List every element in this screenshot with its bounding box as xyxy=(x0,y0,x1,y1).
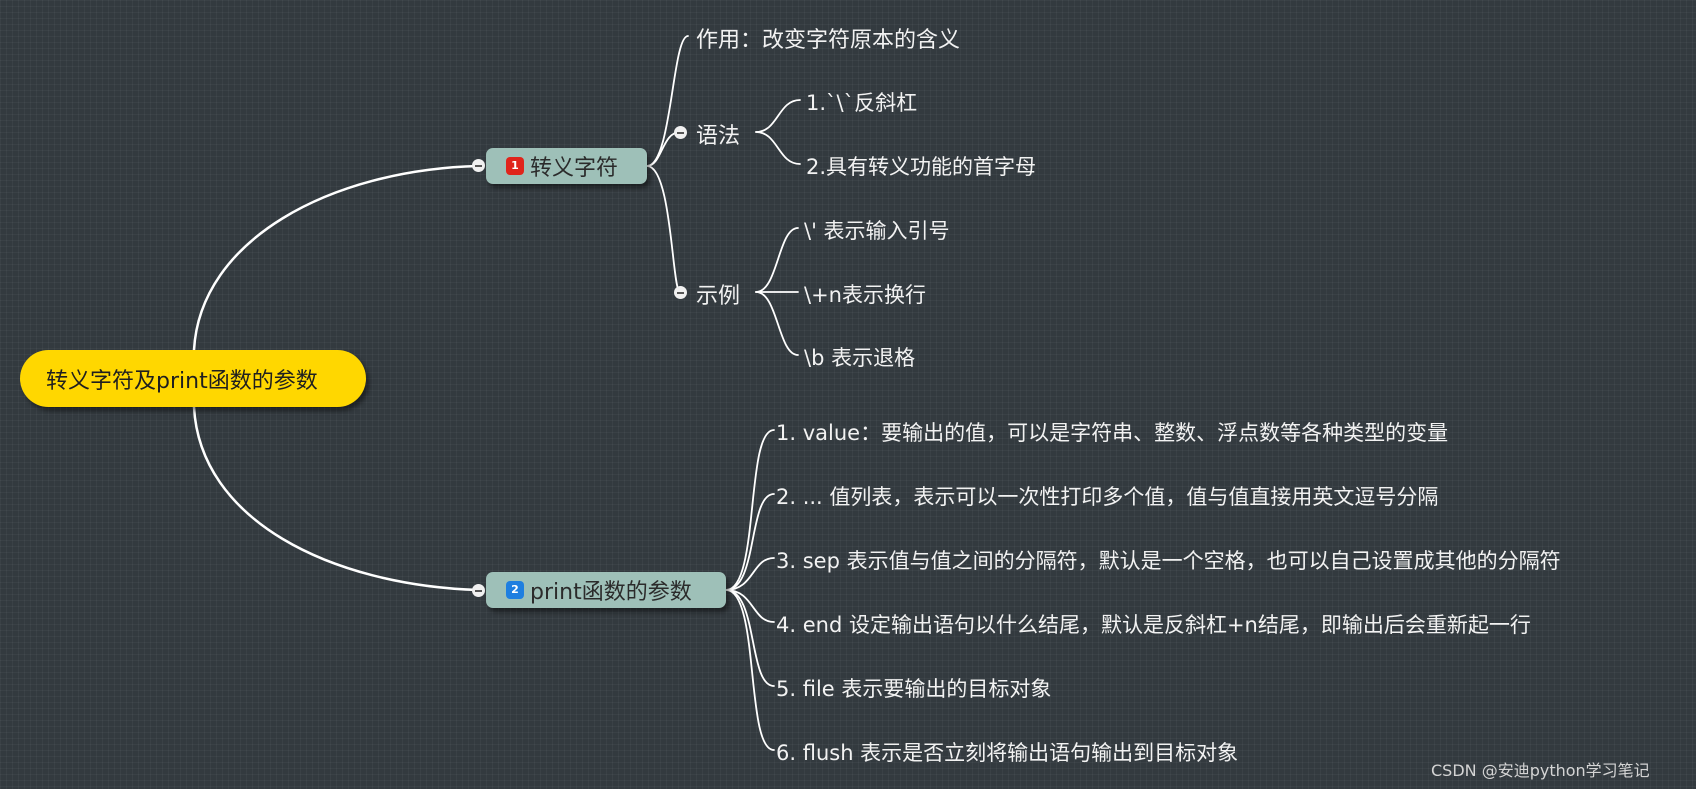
connector-t2-param4 xyxy=(725,589,775,623)
leaf-shili-2[interactable]: \+n表示换行 xyxy=(804,283,926,307)
connector-t1-zuoyong xyxy=(646,35,689,167)
collapse-shili-icon[interactable] xyxy=(674,286,687,299)
connector-yufa-leaf2 xyxy=(755,131,801,165)
leaf-shili-3[interactable]: \b 表示退格 xyxy=(804,346,916,370)
collapse-topic1-icon[interactable] xyxy=(472,159,485,172)
leaf-shili-1[interactable]: \' 表示输入引号 xyxy=(804,219,950,243)
leaf-param-5[interactable]: 5. file 表示要输出的目标对象 xyxy=(776,677,1052,701)
topic-escape-chars[interactable]: 1 转义字符 xyxy=(486,148,647,184)
leaf-param-6[interactable]: 6. flush 表示是否立刻将输出语句输出到目标对象 xyxy=(776,741,1239,765)
connector-t1-shili xyxy=(646,165,681,293)
connector-root-topic1 xyxy=(192,164,480,352)
leaf-param-2[interactable]: 2. ... 值列表，表示可以一次性打印多个值，值与值直接用英文逗号分隔 xyxy=(776,485,1439,509)
priority-2-icon: 2 xyxy=(506,581,524,599)
topic-print-params[interactable]: 2 print函数的参数 xyxy=(486,572,726,608)
connector-shili-leaf3 xyxy=(755,291,799,356)
priority-1-icon: 1 xyxy=(506,157,524,175)
collapse-topic2-icon[interactable] xyxy=(472,584,485,597)
connector-yufa-leaf1 xyxy=(755,99,801,133)
leaf-param-3[interactable]: 3. sep 表示值与值之间的分隔符，默认是一个空格，也可以自己设置成其他的分隔… xyxy=(776,549,1561,573)
connector-shili-leaf1 xyxy=(755,227,799,293)
connector-t2-param1 xyxy=(725,429,775,591)
subtopic-yufa[interactable]: 语法 xyxy=(696,124,741,149)
topic-print-params-label: print函数的参数 xyxy=(530,580,692,605)
connector-root-topic2 xyxy=(192,405,480,592)
collapse-yufa-icon[interactable] xyxy=(674,126,687,139)
root-label: 转义字符及print函数的参数 xyxy=(46,368,318,394)
subtopic-zuoyong[interactable]: 作用：改变字符原本的含义 xyxy=(696,28,961,53)
root-node[interactable]: 转义字符及print函数的参数 xyxy=(20,350,366,407)
subtopic-shili[interactable]: 示例 xyxy=(696,284,741,309)
connector-t2-param5 xyxy=(725,589,775,687)
watermark-text: CSDN @安迪python学习笔记 xyxy=(1431,761,1650,780)
leaf-param-4[interactable]: 4. end 设定输出语句以什么结尾，默认是反斜杠+n结尾，即输出后会重新起一行 xyxy=(776,613,1531,637)
leaf-param-1[interactable]: 1. value：要输出的值，可以是字符串、整数、浮点数等各种类型的变量 xyxy=(776,421,1449,445)
leaf-yufa-1[interactable]: 1.`\`反斜杠 xyxy=(806,91,918,115)
connector-t2-param6 xyxy=(725,589,775,751)
leaf-yufa-2[interactable]: 2.具有转义功能的首字母 xyxy=(806,155,1037,179)
connector-t2-param2 xyxy=(725,493,775,591)
topic-escape-chars-label: 转义字符 xyxy=(530,156,619,181)
connector-t2-param3 xyxy=(725,557,775,591)
